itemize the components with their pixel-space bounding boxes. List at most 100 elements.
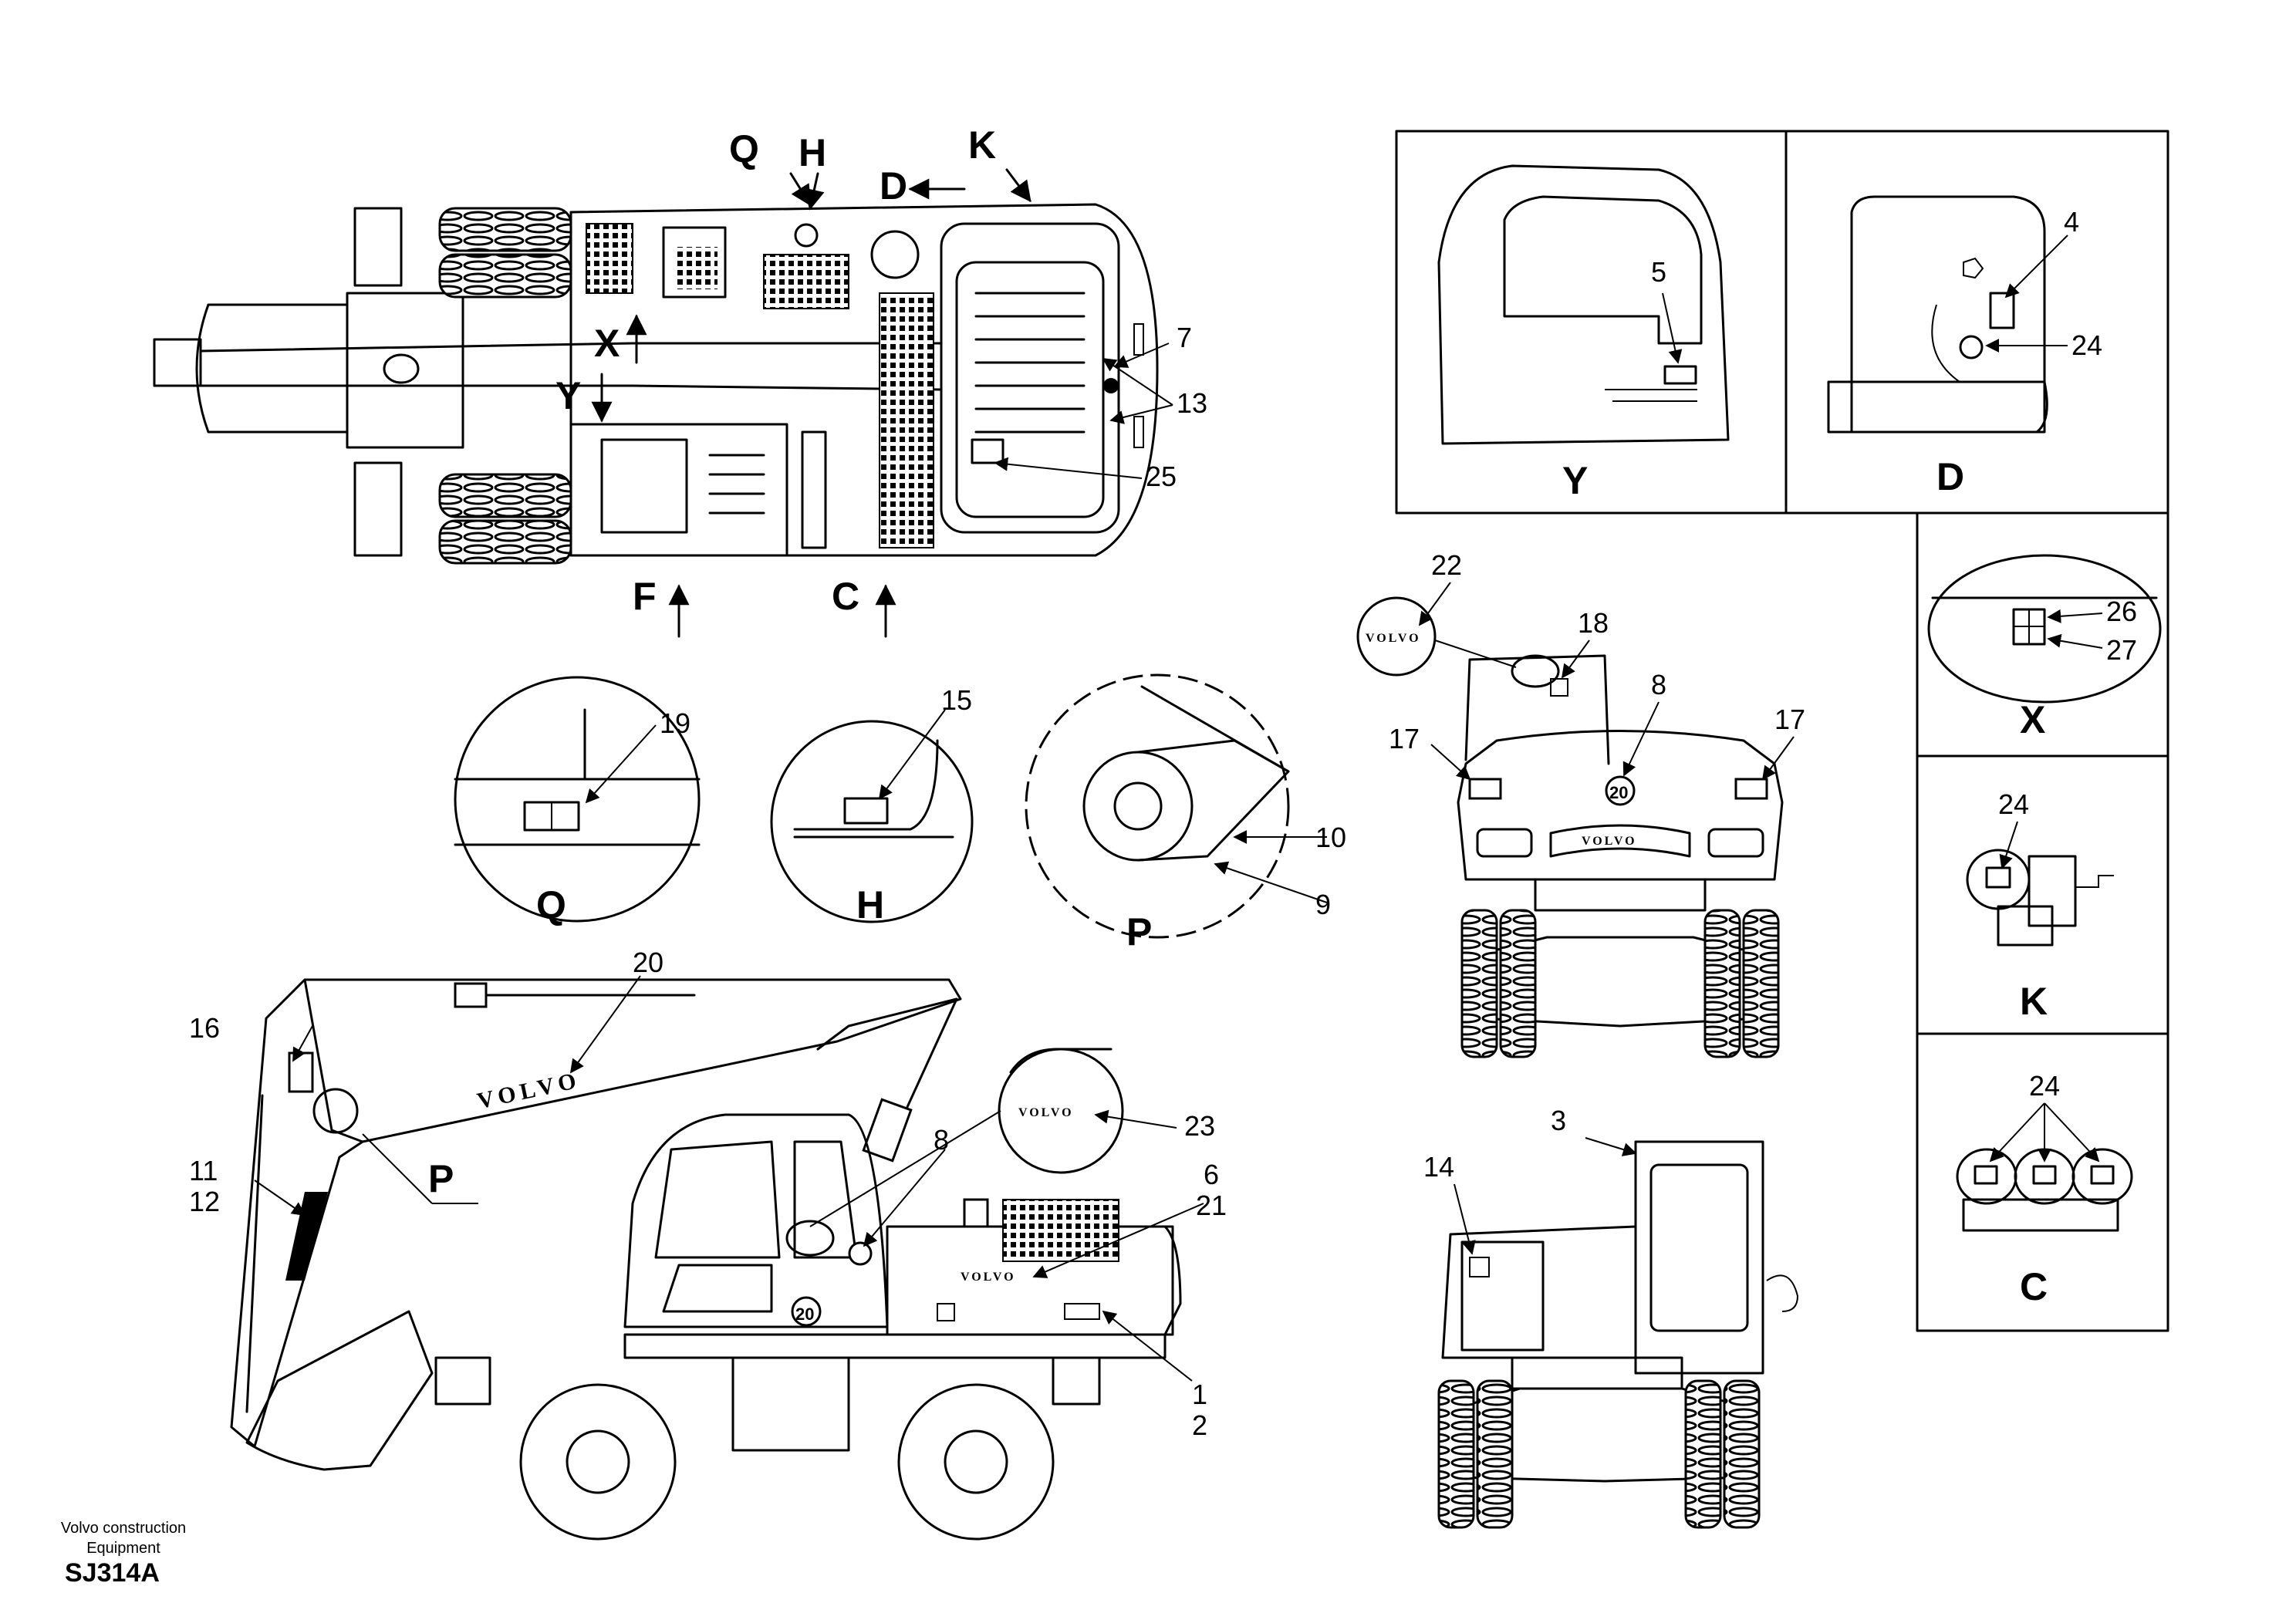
- cab-door: [801, 430, 827, 549]
- label-17-left: [1468, 778, 1502, 800]
- callout-10: 10: [1315, 822, 1346, 853]
- label-16: [288, 1051, 314, 1093]
- boom-cylinder-end: [454, 982, 488, 1008]
- leader-8-rear: [1622, 701, 1660, 777]
- rear-brand-plate: [1549, 824, 1691, 858]
- leader-17-right: [1761, 736, 1795, 781]
- detail-panels-right: 26 27 X 24 K 24 C: [1916, 511, 2169, 1332]
- front-body: [1441, 1225, 1637, 1359]
- view-arrow-label-f: F: [633, 575, 657, 618]
- label-17-right: [1734, 778, 1768, 800]
- callout-19: 19: [660, 707, 690, 739]
- front-outrigger-bottom: [353, 461, 403, 557]
- leader-3: [1585, 1137, 1637, 1156]
- body-brand: VOLVO: [961, 1271, 1016, 1284]
- callout-2: 2: [1192, 1409, 1207, 1441]
- company-line-1: Volvo construction: [60, 1520, 187, 1537]
- cab-window-front: [654, 1140, 781, 1259]
- callout-8-side: 8: [934, 1124, 949, 1156]
- badge-20-rear-text: 20: [1609, 783, 1628, 802]
- badge-20: [791, 1296, 822, 1327]
- label-8-location: [848, 1241, 873, 1266]
- tyre-rear-left-a: [1460, 909, 1498, 1058]
- leader-1-2: [1102, 1310, 1193, 1382]
- callout-1: 1: [1192, 1379, 1207, 1410]
- leader-11-12: [254, 1180, 306, 1217]
- callout-24-d: 24: [2071, 329, 2102, 361]
- arrow-h: [804, 172, 825, 211]
- detail-p-circle: [1025, 673, 1290, 939]
- callout-27: 27: [2106, 634, 2137, 666]
- callout-24-k: 24: [1998, 788, 2029, 820]
- rear-view: VOLVO 20 VOLVO 22 18 8 17 17: [1356, 549, 1805, 1058]
- rear-cab: [1464, 654, 1610, 765]
- cab-window: [600, 438, 688, 534]
- tyre-front-right-a: [438, 473, 572, 518]
- callout-25: 25: [1146, 461, 1177, 492]
- detail-k-label: K: [2020, 980, 2048, 1023]
- horn-1: [1956, 1148, 2017, 1205]
- company-name: Volvo construction Equipment: [46, 1518, 201, 1558]
- company-line-2: Equipment: [86, 1540, 160, 1557]
- label-18: [1550, 678, 1568, 697]
- cab-door-outline: [1437, 164, 1730, 445]
- horn-bracket: [1962, 1198, 2119, 1232]
- tyre-front-left-b: [438, 253, 572, 299]
- detail-x-ellipse: [1927, 554, 2162, 704]
- leader-5: [1662, 292, 1683, 364]
- tyre-front-right-a: [1684, 1379, 1722, 1529]
- boom-joint: [383, 353, 420, 384]
- label-h-location: [794, 223, 819, 248]
- counterweight: [1125, 1225, 1182, 1336]
- chassis-deck: [623, 1333, 1167, 1359]
- engine-grille: [1002, 1199, 1119, 1262]
- undercarriage-centre: [731, 1356, 850, 1452]
- detail-23-link: [809, 1110, 1001, 1227]
- badge-20-text: 20: [795, 1304, 814, 1324]
- callout-14: 14: [1423, 1151, 1454, 1183]
- label-24-location-d: [1959, 335, 1984, 359]
- front-outrigger-top: [353, 207, 403, 287]
- view-arrow-label-q: Q: [729, 127, 759, 170]
- detail-y-label: Y: [1562, 459, 1588, 502]
- label-4: [1989, 292, 2015, 329]
- leader-20: [569, 975, 641, 1074]
- label-11-12: [285, 1192, 328, 1281]
- rear-light-right: [1707, 828, 1764, 858]
- callout-4: 4: [2064, 206, 2079, 238]
- label-1-2: [1064, 1303, 1100, 1320]
- hood-louvres: [974, 292, 1086, 434]
- detail-p: 10 9 P: [1025, 673, 1346, 953]
- boom-pivot-pin: [1113, 781, 1163, 831]
- rear-frame: [1534, 878, 1707, 912]
- front-cab: [1634, 1140, 1764, 1375]
- front-windshield: [1649, 1163, 1749, 1332]
- leader-p: [362, 1133, 433, 1204]
- side-mesh: [879, 292, 934, 548]
- label-22-location: [1511, 654, 1560, 688]
- front-grille-frame: [1460, 1240, 1545, 1352]
- rear-brand: VOLVO: [1582, 835, 1637, 848]
- callout-22: 22: [1431, 549, 1462, 581]
- detail-h: 15 H: [770, 684, 974, 926]
- callout-8-rear: 8: [1651, 669, 1666, 700]
- panel-frame-y-d: [1395, 130, 2169, 515]
- wheel-rear-hub: [944, 1429, 1008, 1494]
- detail-h-label: H: [856, 883, 884, 926]
- label-24-c2: [2032, 1165, 2057, 1185]
- detail-panels-top: 5 Y 4 24 D: [1395, 130, 2169, 515]
- callout-18: 18: [1578, 607, 1609, 639]
- label-15: [843, 797, 889, 825]
- leader-26: [2047, 609, 2103, 623]
- leader-9: [1214, 861, 1328, 903]
- detail-q-label: Q: [536, 883, 566, 926]
- top-view: Q H D K X Y F C 7 13 25: [153, 123, 1207, 638]
- cab: [623, 1113, 889, 1328]
- leader-8: [863, 1149, 946, 1247]
- detail-c-label: C: [2020, 1265, 2048, 1308]
- cab-door-window: [1503, 195, 1703, 345]
- label-25-location: [971, 438, 1004, 464]
- leader-19: [585, 724, 657, 804]
- horn-3: [2071, 1148, 2133, 1205]
